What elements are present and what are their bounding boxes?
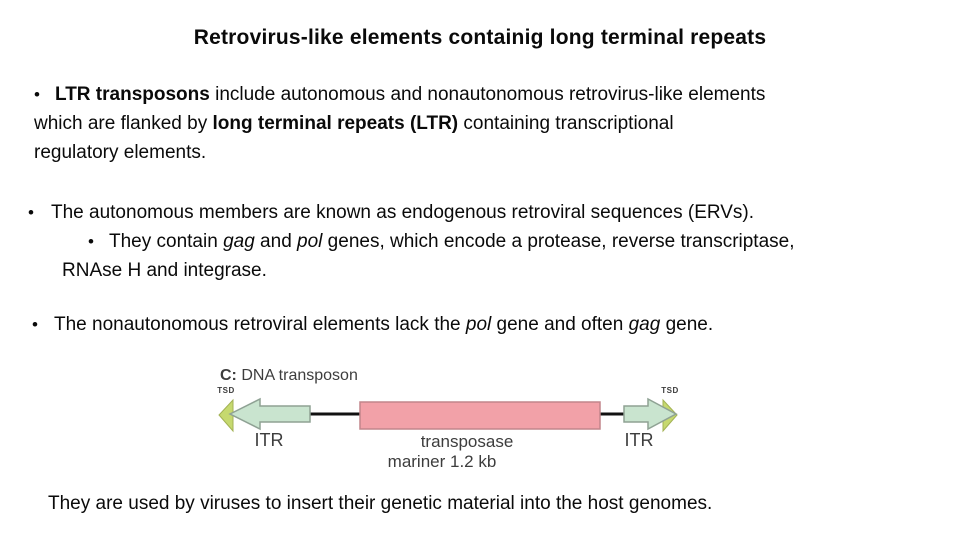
transposase-box (359, 401, 601, 430)
text-run: pol (465, 314, 492, 335)
tsd-label-left: TSD (217, 386, 235, 395)
figure-label-text: DNA transposon (236, 367, 358, 384)
mariner-size-label: mariner 1.2 kb (387, 452, 497, 471)
text-run: They contain (109, 231, 224, 252)
bullet-point-ltr-transposons: • LTR transposons include autonomous and … (34, 80, 765, 167)
bullet-point-nonautonomous-elements: • The nonautonomous retroviral elements l… (32, 310, 713, 339)
tsd-arrowhead-left (218, 398, 234, 433)
bullet-marker: • (34, 85, 40, 104)
text-line: • They contain gag and pol genes, which e… (88, 227, 795, 256)
text-line: • LTR transposons include autonomous and … (34, 80, 765, 109)
text-run: The nonautonomous retroviral elements la… (54, 314, 466, 335)
itr-label-right: ITR (624, 430, 654, 450)
text-line: which are flanked by long terminal repea… (34, 109, 765, 138)
transposon-schematic (218, 397, 678, 433)
bullet-marker: • (32, 315, 38, 334)
figure-label: C: DNA transposon (220, 367, 358, 385)
text-run: which are flanked by (34, 113, 213, 134)
tsd-label-right: TSD (661, 386, 679, 395)
text-line: regulatory elements. (34, 138, 765, 167)
itr-arrow-right (623, 397, 678, 431)
page-title: Retrovirus-like elements containig long … (193, 26, 767, 49)
figure-label-prefix: C: (220, 367, 237, 384)
text-run: and (254, 231, 298, 252)
transposase-label: transposase (420, 432, 514, 451)
text-line: • The autonomous members are known as end… (28, 198, 795, 227)
text-line: • The nonautonomous retroviral elements l… (32, 310, 713, 339)
text-run: regulatory elements. (34, 142, 207, 163)
bullet-marker: • (28, 203, 34, 222)
bullet-point-autonomous-members: • The autonomous members are known as end… (28, 198, 795, 285)
bullet-marker: • (88, 232, 94, 251)
text-run: genes, which encode a protease, reverse … (322, 231, 795, 252)
text-run: gag (223, 231, 255, 252)
footer-note: They are used by viruses to insert their… (48, 493, 713, 514)
text-run: RNAse H and integrase. (62, 260, 267, 281)
dna-transposon-figure: C: DNA transposon TSD TSD ITR ITR transp… (180, 363, 720, 483)
text-run: gene. (660, 314, 714, 335)
text-run: pol (297, 231, 323, 252)
itr-arrow-left (228, 397, 311, 431)
text-run: gag (628, 314, 661, 335)
text-line: RNAse H and integrase. (62, 256, 795, 285)
itr-label-left: ITR (254, 430, 284, 450)
text-run: containing transcriptional (458, 113, 674, 134)
text-run: LTR transposons (55, 84, 210, 105)
text-run: The autonomous members are known as endo… (51, 202, 755, 223)
text-run: long terminal repeats (LTR) (212, 113, 459, 134)
text-run: gene and often (491, 314, 629, 335)
text-run: include autonomous and nonautonomous ret… (209, 84, 766, 105)
